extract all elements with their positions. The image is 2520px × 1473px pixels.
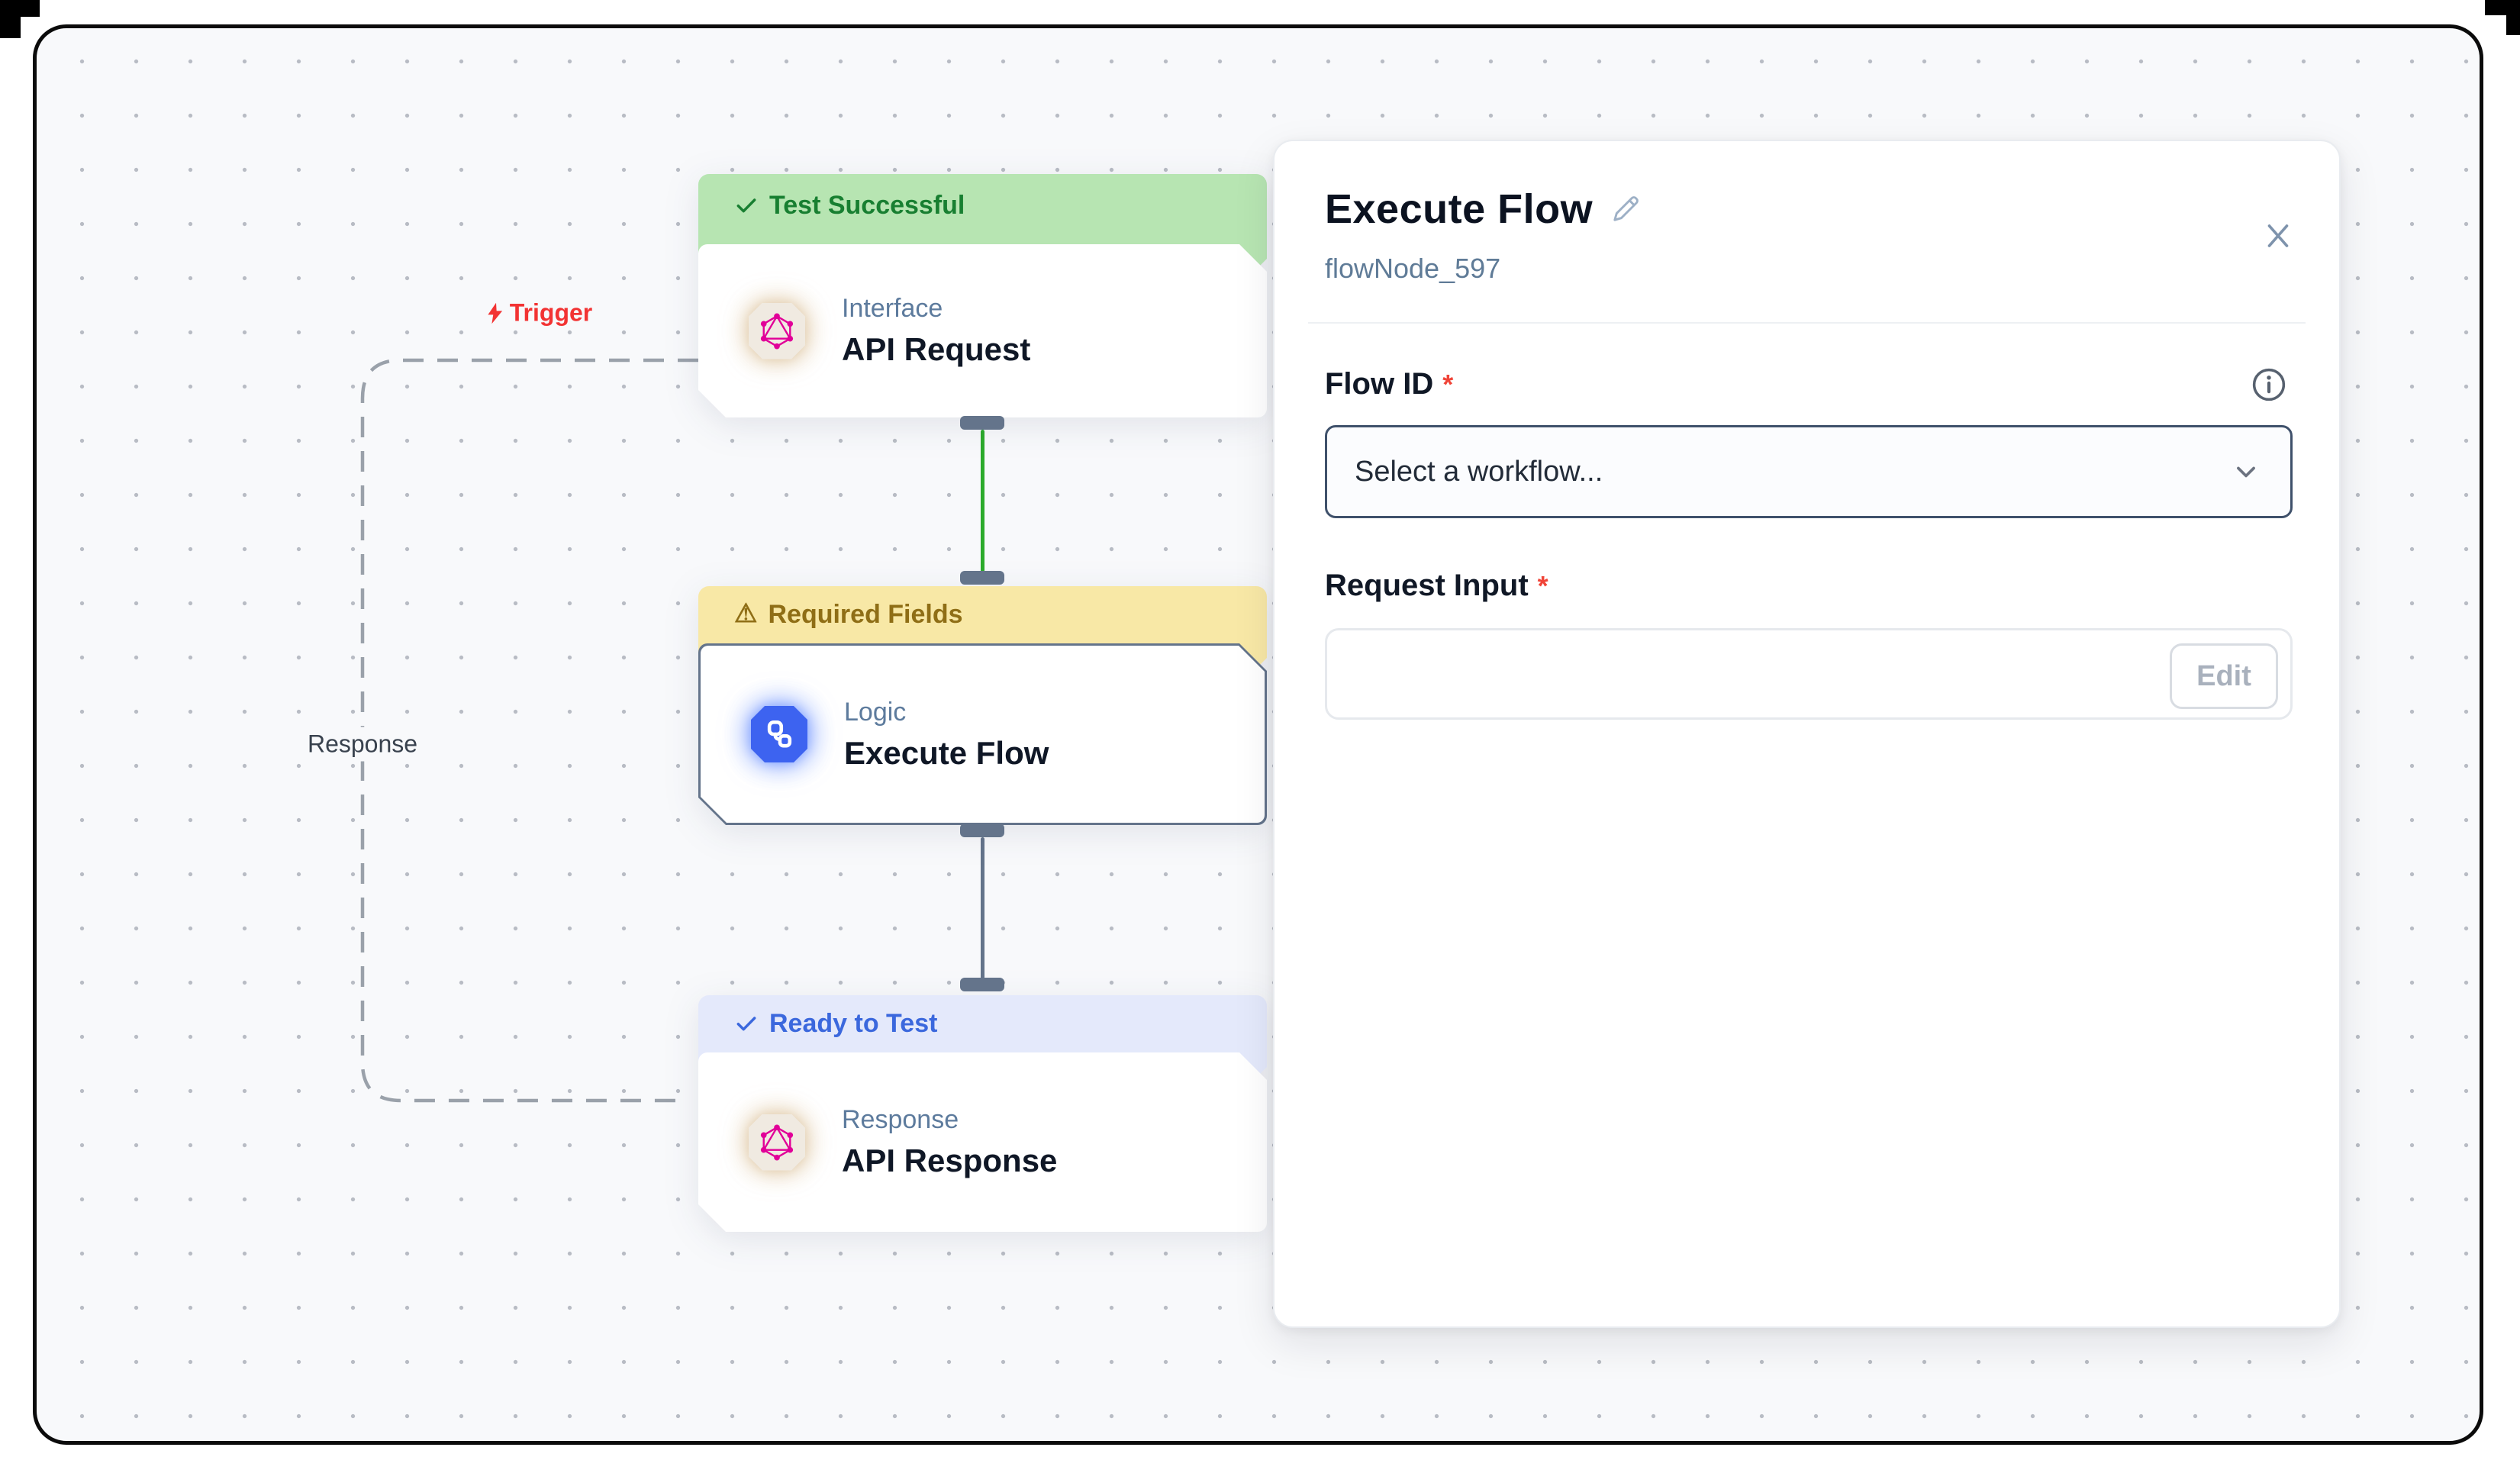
connection-port[interactable]: [960, 824, 1004, 837]
flow-node-api-request[interactable]: Test Successful: [698, 174, 1267, 417]
divider: [1308, 322, 2306, 324]
flow-node-api-response[interactable]: Ready to Test: [698, 995, 1267, 1232]
node-title: Execute Flow: [844, 734, 1049, 771]
node-category: Response: [842, 1105, 959, 1134]
graphql-icon: [749, 1114, 805, 1171]
trigger-label-text: Trigger: [509, 298, 593, 327]
edit-button[interactable]: Edit: [2170, 643, 2278, 709]
node-category: Interface: [842, 294, 943, 323]
flow-id-select[interactable]: Select a workflow...: [1325, 425, 2293, 518]
close-panel-button[interactable]: [2260, 218, 2296, 254]
required-marker: *: [1442, 369, 1454, 400]
node-config-panel: Execute Flow flowNode_597 Flow ID *: [1273, 140, 2341, 1328]
node-status-text: Test Successful: [769, 191, 965, 220]
crop-mark-top-right: [2485, 0, 2520, 35]
node-title: API Request: [842, 331, 1031, 367]
response-edge-label: Response: [296, 727, 429, 762]
flow-canvas[interactable]: Trigger Response Test Successful: [33, 24, 2483, 1445]
workflow-icon: [751, 706, 807, 762]
edit-title-icon[interactable]: [1608, 192, 1643, 227]
node-card[interactable]: Response API Response: [698, 1052, 1267, 1232]
request-input-field[interactable]: Edit: [1325, 628, 2293, 720]
node-category: Logic: [844, 697, 907, 727]
required-marker: *: [1537, 570, 1548, 601]
trigger-edge-label: Trigger: [484, 299, 592, 327]
info-icon: [2252, 368, 2286, 401]
node-status-text: Required Fields: [768, 600, 963, 629]
select-placeholder: Select a workflow...: [1355, 455, 1603, 488]
panel-title: Execute Flow: [1325, 186, 1594, 232]
warning-icon: ⚠: [734, 599, 758, 628]
flow-id-label: Flow ID *: [1325, 367, 1454, 401]
node-card[interactable]: Interface API Request: [698, 244, 1267, 417]
node-id-text: flowNode_597: [1325, 253, 1501, 284]
node-card-selected[interactable]: Logic Execute Flow: [698, 643, 1267, 825]
graphql-icon: [749, 303, 805, 359]
check-icon: [734, 194, 759, 218]
flow-node-execute-flow[interactable]: ⚠ Required Fields: [698, 586, 1267, 825]
edge-success: [981, 430, 984, 572]
node-status-text: Ready to Test: [769, 1009, 938, 1038]
close-icon: [2267, 224, 2289, 247]
edge-default: [981, 837, 984, 979]
request-input-label: Request Input *: [1325, 569, 1548, 602]
node-title: API Response: [842, 1143, 1058, 1178]
info-button[interactable]: [2250, 366, 2288, 404]
lightning-icon: [488, 302, 503, 324]
connection-port[interactable]: [960, 571, 1004, 585]
connection-port[interactable]: [960, 978, 1004, 991]
chevron-down-icon: [2237, 466, 2255, 478]
connection-port[interactable]: [960, 416, 1004, 430]
check-icon: [734, 1012, 759, 1036]
crop-mark-top-left: [0, 0, 40, 38]
